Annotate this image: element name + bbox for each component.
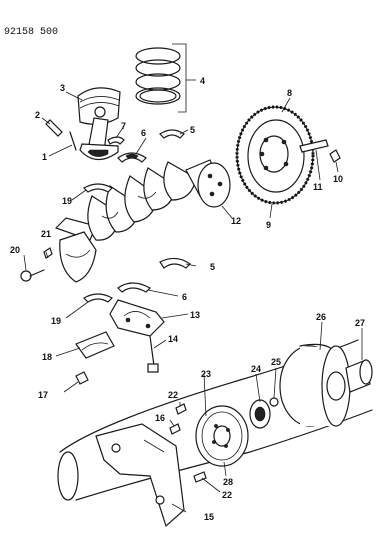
callout-20: 20 xyxy=(10,245,20,255)
callout-6-lower: 6 xyxy=(182,292,187,302)
callout-25: 25 xyxy=(271,357,281,367)
vibration-damper xyxy=(279,343,351,427)
diagram-reference-number: 92158 500 xyxy=(4,27,58,38)
callout-27: 27 xyxy=(355,318,365,328)
callout-14: 14 xyxy=(168,334,178,344)
lower-main-bearing-small xyxy=(83,293,113,303)
callout-5-upper: 5 xyxy=(190,125,195,135)
callout-22-lower: 22 xyxy=(222,490,232,500)
lower-main-bearing xyxy=(159,257,191,269)
callout-12: 12 xyxy=(231,216,241,226)
rod-bearing xyxy=(107,136,125,145)
crankshaft xyxy=(54,159,231,283)
callout-16: 16 xyxy=(155,413,165,423)
callout-11: 11 xyxy=(313,182,323,192)
cap-bolt xyxy=(149,335,155,367)
callout-28: 28 xyxy=(223,477,233,487)
upper-main-bearing xyxy=(159,129,185,139)
callout-19-lower: 19 xyxy=(51,316,61,326)
piston-rings xyxy=(135,47,181,105)
callout-1: 1 xyxy=(42,152,47,162)
upper-main-bearing-flanged xyxy=(117,152,147,163)
callout-13: 13 xyxy=(190,310,200,320)
flex-plate-bolt xyxy=(299,139,329,153)
callout-6-upper: 6 xyxy=(141,128,146,138)
rings-bracket xyxy=(172,43,187,113)
callout-19-upper: 19 xyxy=(62,196,72,206)
callout-17: 17 xyxy=(38,390,48,400)
rear-main-bearing-cap xyxy=(75,331,115,359)
dowel-pin xyxy=(329,149,341,163)
crank-key xyxy=(43,247,53,259)
cover-bolt-lower xyxy=(193,471,207,483)
piston-and-rod xyxy=(77,87,121,161)
callout-5-lower: 5 xyxy=(210,262,215,272)
callout-2: 2 xyxy=(35,110,40,120)
cover-bolt-upper xyxy=(175,403,187,415)
mounting-bracket xyxy=(95,423,185,528)
spacer xyxy=(345,359,373,393)
callout-4: 4 xyxy=(200,76,205,86)
callout-26: 26 xyxy=(316,312,326,322)
leader-lines xyxy=(23,91,363,513)
callout-8: 8 xyxy=(287,88,292,98)
callout-22-upper: 22 xyxy=(168,390,178,400)
flex-plate-ring-gear xyxy=(235,105,315,205)
callout-10: 10 xyxy=(333,174,343,184)
thrust-bearing-upper xyxy=(83,183,113,193)
main-bearing-cap xyxy=(109,299,165,337)
rod-bolt xyxy=(69,131,77,151)
callout-24: 24 xyxy=(251,364,261,374)
callout-18: 18 xyxy=(42,352,52,362)
crank-sprocket xyxy=(195,405,249,467)
callout-21: 21 xyxy=(41,229,51,239)
callout-3: 3 xyxy=(60,83,65,93)
front-seal xyxy=(249,397,279,429)
callout-15: 15 xyxy=(204,512,214,522)
damper-bolt-washer xyxy=(20,269,45,282)
lower-main-bearing-flanged xyxy=(117,282,151,293)
callout-9: 9 xyxy=(266,220,271,230)
cover-bolt-16 xyxy=(169,423,181,435)
callout-23: 23 xyxy=(201,369,211,379)
nut xyxy=(75,371,89,385)
callout-7: 7 xyxy=(121,121,126,131)
